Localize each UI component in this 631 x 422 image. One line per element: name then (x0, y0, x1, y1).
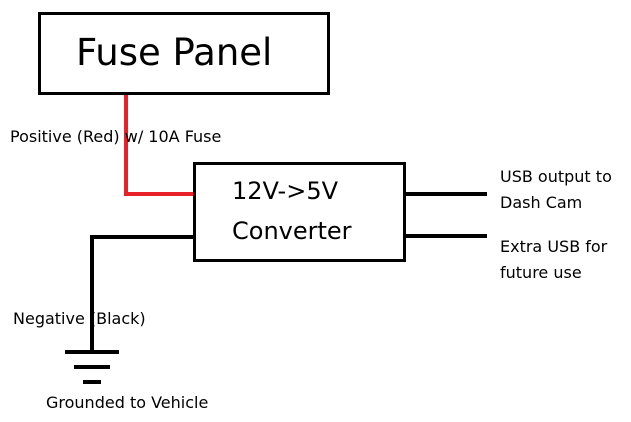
fuse-panel-label: Fuse Panel (76, 31, 273, 74)
ground-label: Grounded to Vehicle (46, 393, 209, 412)
extra-usb-label-line2: future use (500, 263, 582, 282)
extra-usb-label: Extra USB for future use (500, 234, 607, 286)
converter-label-voltage: 12V->5V (232, 177, 339, 205)
positive-wire-label: Positive (Red) w/ 10A Fuse (10, 127, 222, 146)
negative-wire (90, 235, 193, 352)
positive-wire (124, 95, 193, 196)
usb-output-label-line2: Dash Cam (500, 193, 583, 212)
converter-box: 12V->5V Converter (193, 162, 406, 262)
extra-usb-label-line1: Extra USB for (500, 237, 608, 256)
ground-icon (65, 350, 119, 384)
negative-wire-label: Negative (Black) (13, 309, 146, 328)
usb-output-label: USB output to Dash Cam (500, 164, 612, 216)
usb-output-label-line1: USB output to (500, 167, 612, 186)
converter-label-name: Converter (232, 217, 352, 245)
fuse-panel-box: Fuse Panel (38, 12, 330, 95)
